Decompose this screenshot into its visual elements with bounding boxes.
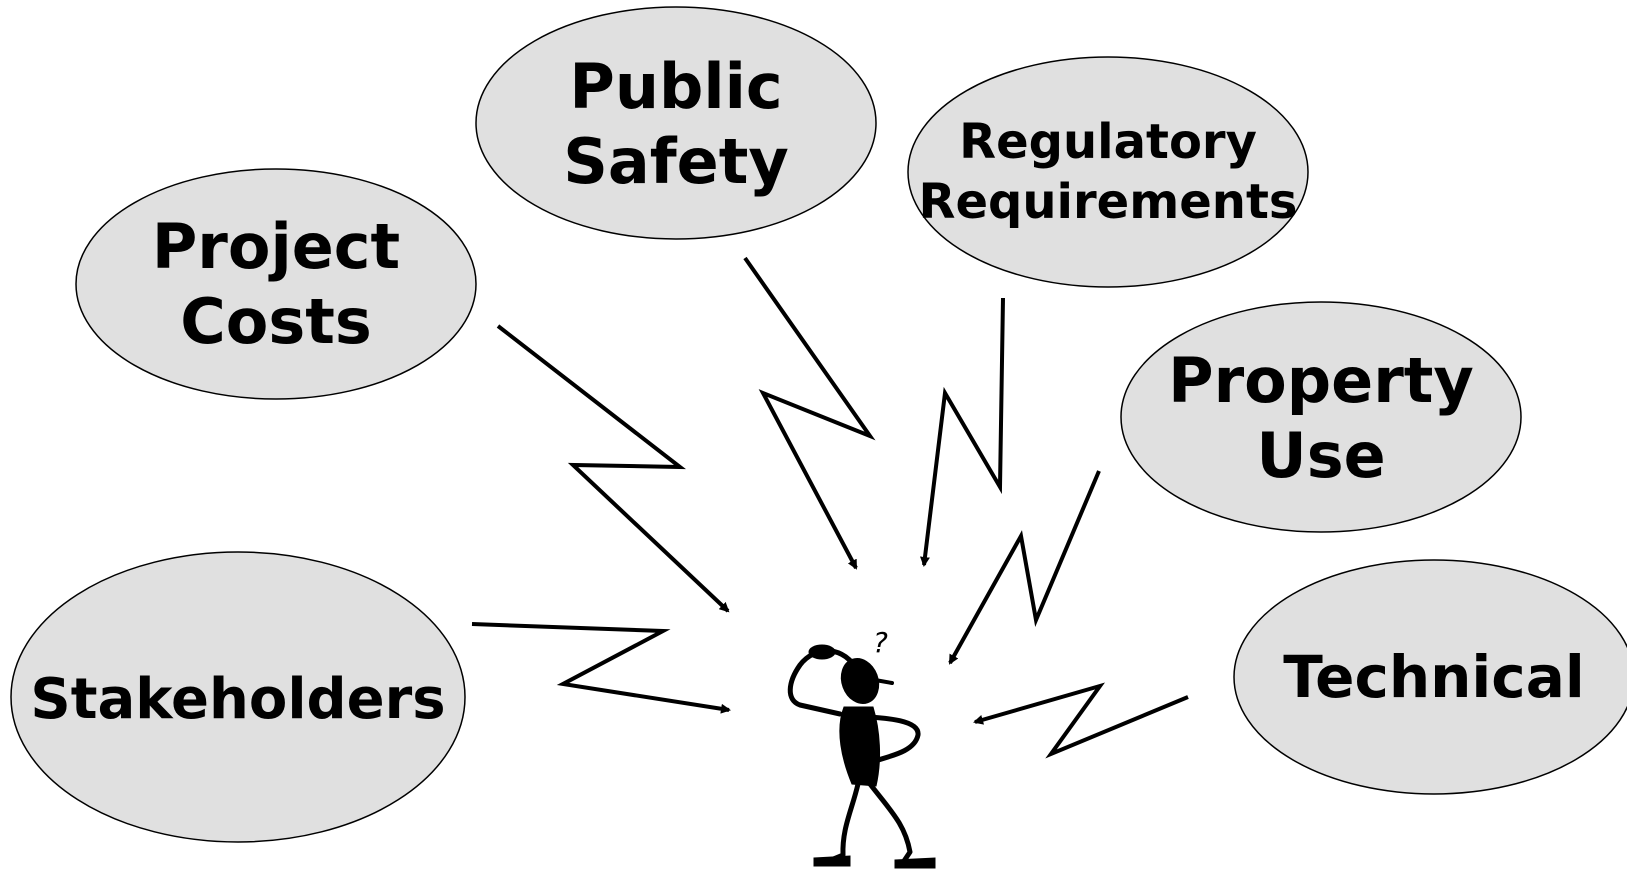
bubble-label-line: Property <box>1168 344 1474 417</box>
bolt-arrow-public-safety <box>743 256 876 570</box>
bolt-arrow-project-costs <box>496 324 730 613</box>
bubble-label-line: Regulatory <box>959 114 1257 170</box>
bubble-property-use: Property Use <box>1120 301 1522 533</box>
bubble-label-line: Technical <box>1283 643 1584 711</box>
bolt-arrow-regulatory <box>920 297 1005 567</box>
bubble-label-line: Requirements <box>919 174 1298 230</box>
bubble-label-line: Costs <box>180 285 372 358</box>
bubble-label-line: Stakeholders <box>30 667 445 732</box>
bubble-public-safety: Public Safety <box>475 6 877 240</box>
bubble-label-line: Safety <box>563 125 789 198</box>
bubble-label-line: Project <box>152 210 400 283</box>
bubble-label-line: Public <box>569 50 782 123</box>
bubble-label-line: Use <box>1256 419 1385 492</box>
bubble-stakeholders: Stakeholders <box>10 551 466 843</box>
bubble-technical: Technical <box>1233 559 1627 795</box>
bubble-project-costs: Project Costs <box>75 168 477 400</box>
bolt-arrow-technical <box>973 682 1189 759</box>
question-mark-icon: ? <box>873 626 888 659</box>
bubble-regulatory-requirements: Regulatory Requirements <box>907 56 1309 288</box>
bolt-arrow-stakeholders <box>471 622 731 714</box>
confused-person-icon: ? <box>787 626 936 869</box>
bolt-arrow-property-use <box>948 470 1101 665</box>
